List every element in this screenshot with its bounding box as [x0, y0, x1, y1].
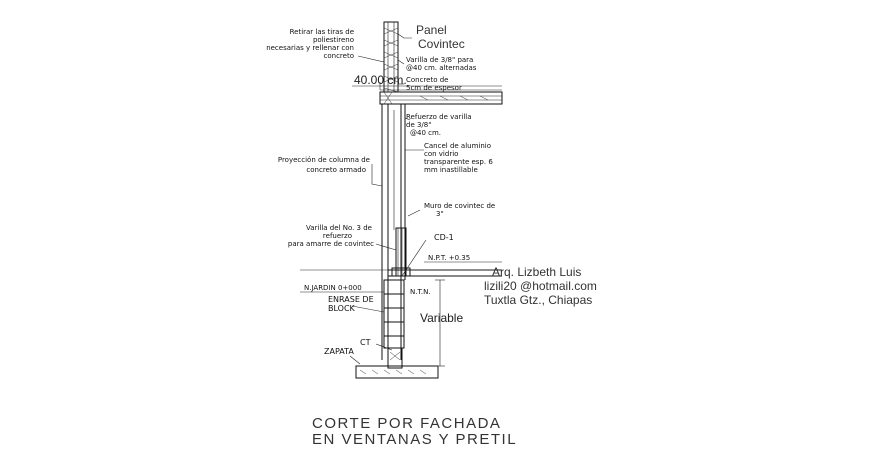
note-varilla-top-line2: @40 cm. alternadas — [406, 64, 477, 72]
drawing-title: CORTE POR FACHADA EN VENTANAS Y PRETIL — [312, 415, 517, 448]
dimension-40cm — [352, 82, 502, 90]
note-retirar-line3: necesarias y rellenar con — [266, 44, 354, 52]
npt-label: N.P.T. +0.35 — [428, 254, 470, 262]
note-varilla-no3-line3: para amarre de covintec — [288, 240, 374, 248]
note-muro: Muro de covintec de 3" — [424, 202, 495, 218]
leader-lines — [349, 33, 502, 365]
note-proyeccion-line1: Proyección de columna de — [278, 156, 370, 164]
author-name: Arq. Lizbeth Luis — [492, 265, 581, 279]
author-city: Tuxtla Gtz., Chiapas — [484, 293, 592, 307]
note-panel-line2: Covintec — [418, 37, 465, 51]
note-refuerzo-line3: @40 cm. — [410, 129, 441, 137]
note-muro-line1: Muro de covintec de — [424, 202, 495, 210]
note-refuerzo-line1: Refuerzo de varilla — [406, 113, 472, 121]
note-retirar: Retirar las tiras de poliestireno necesa… — [266, 28, 354, 60]
note-proyeccion-line2: concreto armado — [306, 166, 366, 174]
roof-slab — [379, 89, 503, 105]
column — [381, 104, 406, 360]
note-panel-line1: Panel — [416, 23, 447, 37]
author-email: lizili20 @hotmail.com — [484, 279, 597, 293]
note-cancel: Cancel de aluminio con vidrio transparen… — [424, 142, 493, 174]
note-retirar-line2: poliestireno — [313, 36, 354, 44]
note-refuerzo-line2: de 3/8" — [406, 121, 431, 129]
zapata-label: ZAPATA — [324, 347, 354, 356]
note-cancel-line1: Cancel de aluminio — [424, 142, 491, 150]
title-line2: EN VENTANAS Y PRETIL — [312, 431, 517, 448]
dimension-label: 40.00 cm. — [354, 73, 407, 87]
ntn-label: N.T.N. — [410, 288, 431, 296]
note-varilla-top: Varilla de 3/8" para @40 cm. alternadas — [406, 56, 477, 72]
note-enrase: ENRASE DE BLOCK — [328, 295, 374, 313]
cd1-label: CD-1 — [434, 233, 454, 242]
note-concreto: Concreto de 5cm de espesor — [406, 76, 462, 92]
variable-label: Variable — [420, 311, 463, 325]
note-refuerzo: Refuerzo de varilla de 3/8" @40 cm. — [406, 113, 472, 137]
note-panel: Panel Covintec — [416, 23, 465, 51]
author-block: Arq. Lizbeth Luis lizili20 @hotmail.com … — [484, 265, 597, 307]
variable-dimension — [435, 279, 445, 367]
note-cancel-line2: con vidrio — [424, 150, 458, 158]
note-muro-line2: 3" — [436, 210, 444, 218]
ct-label: CT — [360, 338, 371, 347]
note-concreto-line1: Concreto de — [406, 76, 449, 84]
note-cancel-line3: transparente esp. 6 — [424, 158, 493, 166]
note-enrase-line2: BLOCK — [328, 304, 356, 313]
note-retirar-line4: concreto — [324, 52, 354, 60]
note-varilla-no3: Varilla del No. 3 de refuerzo para amarr… — [288, 224, 374, 248]
note-varilla-top-line1: Varilla de 3/8" para — [406, 56, 473, 64]
garden-level-label: N.JARDIN 0+000 — [304, 284, 362, 292]
note-cancel-line4: mm inastillable — [424, 166, 478, 174]
note-varilla-no3-line2: refuerzo — [323, 232, 352, 240]
note-retirar-line1: Retirar las tiras de — [290, 28, 354, 36]
title-line1: CORTE POR FACHADA — [312, 415, 501, 432]
note-concreto-line2: 5cm de espesor — [406, 84, 462, 92]
note-enrase-line1: ENRASE DE — [328, 295, 374, 304]
footing — [355, 347, 439, 379]
note-varilla-no3-line1: Varilla del No. 3 de — [306, 224, 372, 232]
note-proyeccion: Proyección de columna de concreto armado — [278, 156, 370, 174]
